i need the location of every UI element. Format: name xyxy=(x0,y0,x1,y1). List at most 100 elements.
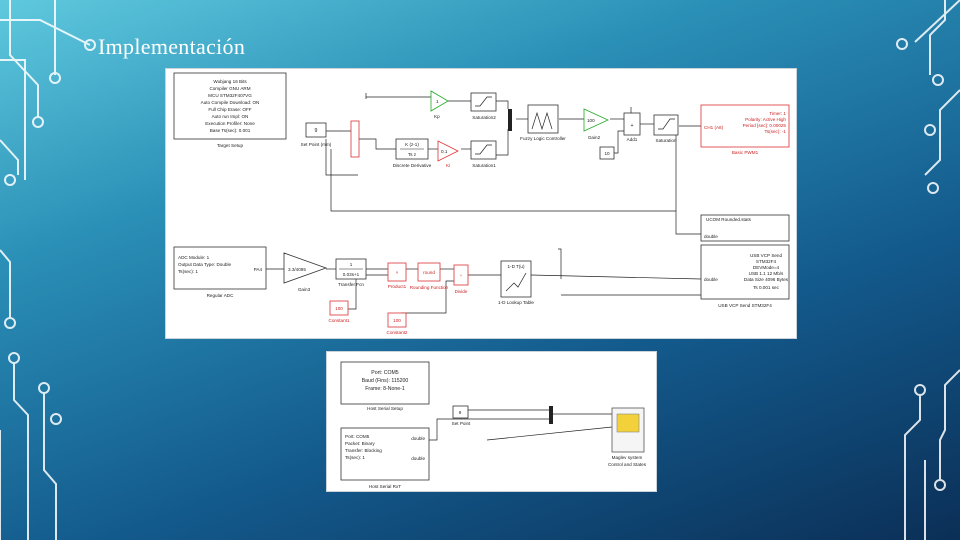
derivative-num: K (z-1) xyxy=(405,142,419,147)
ki-gain-block[interactable] xyxy=(437,140,459,162)
kp-caption: Kp xyxy=(434,114,440,119)
usb-line-0: USB VCP Send xyxy=(750,253,783,258)
simulink-model-diagram: Wubjang 16 Bits Compiler GNU ARM MCU STM… xyxy=(165,68,797,339)
divide-block[interactable] xyxy=(453,264,469,286)
regular-adc-block[interactable] xyxy=(173,246,267,290)
saturation-caption: Saturation xyxy=(656,138,677,143)
target-setup-line-7: Base Ts(sec): 0.001 xyxy=(210,128,251,133)
target-setup-line-4: Full Chip Erase: OFF xyxy=(208,107,251,112)
gain3-block[interactable] xyxy=(283,252,328,284)
sum-block[interactable] xyxy=(350,120,360,158)
usb-line-2: DEVMode=4 xyxy=(753,265,780,270)
serial-setup-line-1: Baud (Fins): 115200 xyxy=(362,378,409,384)
svg-text:+: + xyxy=(630,123,633,129)
add1-caption: Add1 xyxy=(627,137,638,142)
serial-port-line-3: Ts(sec): 1 xyxy=(345,455,365,460)
fuzzy-controller-block[interactable] xyxy=(527,104,559,134)
usb-line-1: STM32F4 xyxy=(756,259,777,264)
gain2-block[interactable] xyxy=(583,108,609,132)
product1-caption: Product1 xyxy=(388,284,407,289)
setpoint-constant-block[interactable] xyxy=(305,122,327,138)
set-point-block[interactable] xyxy=(452,405,469,419)
slide-title: Implementación xyxy=(98,34,246,59)
set-point-value: 9 xyxy=(459,410,462,415)
rounding-label: round xyxy=(423,270,435,275)
host-canvas: Port: COM5 Baud (Fins): 115200 Frame: 8-… xyxy=(340,361,647,489)
setpoint-value: 9 xyxy=(315,128,318,134)
rounding-function-block[interactable] xyxy=(417,262,441,282)
serial-port-caption: Host Serial RxT xyxy=(369,484,401,489)
fuzzy-caption: Fuzzy Logic Controller xyxy=(520,136,566,141)
host-model-diagram: Port: COM5 Baud (Fins): 115200 Frame: 8-… xyxy=(326,351,657,492)
pwm-line-2: Period [sec]: 0.00025 xyxy=(743,123,787,128)
usb-port: double xyxy=(704,277,718,282)
kp-value: 1 xyxy=(436,99,439,104)
adc-port: PA4 xyxy=(254,267,263,272)
serial-setup-caption: Host Serial Setup xyxy=(367,406,403,411)
scope-caption: Control and States xyxy=(608,462,647,467)
adc-caption: Regular ADC xyxy=(207,293,234,298)
host-serial-setup-block[interactable] xyxy=(340,361,430,405)
pwm-caption: Basic PWM1 xyxy=(732,150,759,155)
saturation1-caption: Saturation1 xyxy=(472,163,496,168)
target-setup-line-2: MCU STM32F407VG xyxy=(208,93,252,98)
usb-line-5: Ts 0.001 sec xyxy=(753,285,779,290)
divide-symbol: ÷ xyxy=(460,273,463,278)
constant1-value: 100 xyxy=(335,306,343,311)
gain3-value: 3.3/4095 xyxy=(288,267,306,272)
setpoint-caption: Set Point (mm) xyxy=(301,142,332,147)
pwm-line-1: Polarity: Active High xyxy=(745,117,786,122)
pwm-block[interactable] xyxy=(700,104,790,148)
constant2-caption: Constant2 xyxy=(387,330,408,335)
target-setup-block[interactable] xyxy=(173,72,287,140)
ucom-label: UCOM Rounded.stats xyxy=(706,217,752,222)
constant2-value: 100 xyxy=(393,318,401,323)
usb-caption: USB VCP Send STM32F4 xyxy=(718,303,772,308)
host-mux-block[interactable] xyxy=(549,406,553,424)
usb-send-block[interactable] xyxy=(700,244,790,300)
serial-setup-line-2: Frame: 8-None-1 xyxy=(365,386,405,392)
ki-value: 0.1 xyxy=(441,149,448,154)
scope-screen xyxy=(616,413,640,433)
adc-line-0: ADC Module: 1 xyxy=(178,255,210,260)
serial-port-line-0: Port: COM5 xyxy=(345,434,370,439)
serial-port-line-1: Packet: Binary xyxy=(345,441,375,446)
constant1-caption: Constant1 xyxy=(329,318,350,323)
set-point-caption: Set Point xyxy=(452,421,471,426)
constant2-block[interactable] xyxy=(387,312,407,328)
ucom-block[interactable] xyxy=(700,214,790,242)
constant-10-value: 10 xyxy=(604,151,610,156)
transfer-caption: Transfer Fcn xyxy=(338,282,364,287)
transfer-den: 0.03s+1 xyxy=(343,272,360,277)
host-serial-port-block[interactable] xyxy=(340,427,430,481)
serial-port-out2: double xyxy=(411,456,425,461)
kp-gain-block[interactable] xyxy=(430,90,449,112)
target-setup-line-0: Wubjang 16 Bits xyxy=(213,79,247,84)
target-setup-caption: Target Setup xyxy=(217,143,243,148)
rounding-caption: Rounding Function xyxy=(410,285,449,290)
gain2-caption: Gain2 xyxy=(588,135,601,140)
model-canvas: Wubjang 16 Bits Compiler GNU ARM MCU STM… xyxy=(173,72,790,335)
mux-block[interactable] xyxy=(508,109,512,131)
ki-caption: Ki xyxy=(446,163,450,168)
gain2-value: 100 xyxy=(587,118,595,123)
lookup-label: 1-D T(u) xyxy=(507,264,524,269)
ucom-port: double xyxy=(704,234,718,239)
constant1-block[interactable] xyxy=(329,300,349,316)
divide-caption: Divide xyxy=(455,289,468,294)
target-setup-line-5: Auto run Impl: ON xyxy=(212,114,249,119)
serial-setup-line-0: Port: COM5 xyxy=(371,370,398,376)
adc-line-2: Ts(sec): 1 xyxy=(178,269,198,274)
serial-port-out1: double xyxy=(411,436,425,441)
add1-block[interactable] xyxy=(623,112,641,136)
pwm-line-0: Timer: 1 xyxy=(769,111,786,116)
usb-line-3: USB 1.1 12 Mb/s xyxy=(749,271,784,276)
constant-10-block[interactable] xyxy=(599,146,615,160)
adc-line-1: Output Data Type: Double xyxy=(178,262,231,267)
pwm-line-3: Ts(sec): -1 xyxy=(765,129,787,134)
saturation2-caption: Saturation2 xyxy=(472,115,496,120)
derivative-caption: Discrete Derivative xyxy=(393,163,432,168)
transfer-num: 1 xyxy=(350,262,353,267)
product1-block[interactable] xyxy=(387,262,407,282)
